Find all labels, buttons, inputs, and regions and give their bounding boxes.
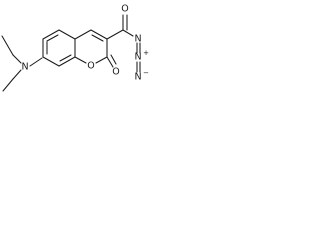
atom-labels: N O O O N N N + − xyxy=(21,4,149,83)
bond-o1-c2 xyxy=(95,56,108,64)
bond-c3-c4-inner xyxy=(91,34,104,42)
bond-c3-acyl-c xyxy=(106,29,124,40)
azide-nitrogen-3-label: N xyxy=(134,72,141,83)
bond-ring-c5-c6-inner xyxy=(46,34,59,42)
acyl-carbonyl-oxygen-label: O xyxy=(121,4,128,15)
bonds xyxy=(1,14,141,92)
bond-ring-c8-c8a-inner xyxy=(59,54,72,62)
bond-c2-carbonyl-o-double xyxy=(110,54,117,65)
bond-c4-c4a xyxy=(74,29,92,40)
bond-ring-c7-c8 xyxy=(42,56,60,67)
bond-ring-c5-c6 xyxy=(42,29,60,40)
azide-n3-negative-charge: − xyxy=(143,69,149,77)
bond-amine-ring xyxy=(29,57,43,67)
bond-ethyl-upper-ch2 xyxy=(12,54,22,64)
azide-nitrogen-1-label: N xyxy=(134,34,141,45)
azide-n2-positive-charge: + xyxy=(143,49,149,57)
bond-c2-carbonyl-o xyxy=(106,56,114,68)
bond-ring-c8-c8a xyxy=(58,56,76,67)
bond-ring-c4a-c5 xyxy=(58,29,76,40)
bond-acyl-c-n xyxy=(122,29,134,37)
bond-c3-c4 xyxy=(90,29,108,40)
bond-ethyl-upper-ch3 xyxy=(1,35,14,56)
chemical-structure-diagram: N O O O N N N + − xyxy=(1,4,149,92)
bond-ethyl-lower-ch2 xyxy=(12,69,22,80)
bond-ethyl-lower-ch3 xyxy=(2,78,14,92)
ring-oxygen-label: O xyxy=(87,61,94,72)
azide-nitrogen-2-label: N xyxy=(134,52,141,63)
amine-nitrogen-label: N xyxy=(21,62,28,73)
bond-c8a-o1 xyxy=(74,56,87,64)
lactone-carbonyl-oxygen-label: O xyxy=(112,67,119,78)
